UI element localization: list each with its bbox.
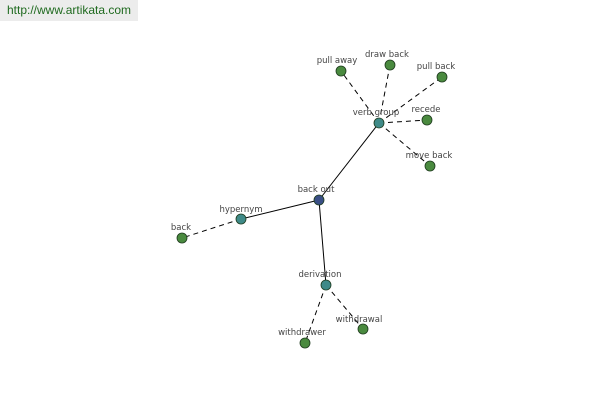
edge-back-out-derivation bbox=[318, 199, 327, 286]
node-verb-group[interactable] bbox=[373, 117, 385, 129]
edges-layer bbox=[181, 64, 443, 344]
node-withdrawer[interactable] bbox=[299, 337, 311, 349]
node-move-back[interactable] bbox=[424, 160, 436, 172]
label-draw-back: draw back bbox=[365, 50, 409, 60]
edge-verb-group-draw-back bbox=[378, 64, 391, 124]
edge-verb-group-pull-back bbox=[378, 76, 443, 124]
source-link[interactable]: http://www.artikata.com bbox=[7, 3, 132, 17]
node-hypernym[interactable] bbox=[235, 213, 247, 225]
label-recede: recede bbox=[411, 105, 440, 115]
nodes-layer bbox=[176, 59, 448, 349]
edge-back-out-hypernym bbox=[240, 199, 320, 220]
node-pull-back[interactable] bbox=[436, 71, 448, 83]
label-verb-group: verb group bbox=[353, 108, 400, 118]
edge-derivation-withdrawer bbox=[304, 284, 327, 344]
edge-hypernym-back bbox=[181, 218, 242, 239]
node-pull-away[interactable] bbox=[335, 65, 347, 77]
label-pull-back: pull back bbox=[417, 62, 455, 72]
label-withdrawal: withdrawal bbox=[336, 315, 383, 325]
label-back: back bbox=[171, 223, 191, 233]
edge-verb-group-recede bbox=[378, 119, 428, 124]
node-draw-back[interactable] bbox=[384, 59, 396, 71]
label-withdrawer: withdrawer bbox=[278, 328, 326, 338]
edge-derivation-withdrawal bbox=[325, 284, 364, 330]
node-derivation[interactable] bbox=[320, 279, 332, 291]
edge-verb-group-pull-away bbox=[340, 70, 380, 124]
label-derivation: derivation bbox=[298, 270, 341, 280]
label-pull-away: pull away bbox=[317, 56, 358, 66]
node-withdrawal[interactable] bbox=[357, 323, 369, 335]
node-back[interactable] bbox=[176, 232, 188, 244]
node-recede[interactable] bbox=[421, 114, 433, 126]
edge-back-out-verb-group bbox=[318, 122, 380, 201]
label-back-out: back out bbox=[298, 185, 335, 195]
label-move-back: move back bbox=[406, 151, 453, 161]
edge-verb-group-move-back bbox=[378, 122, 431, 167]
source-bar: http://www.artikata.com bbox=[0, 0, 138, 21]
label-hypernym: hypernym bbox=[219, 205, 262, 215]
labels-layer: back out verb group hypernym derivation … bbox=[171, 50, 455, 338]
node-back-out[interactable] bbox=[313, 194, 325, 206]
